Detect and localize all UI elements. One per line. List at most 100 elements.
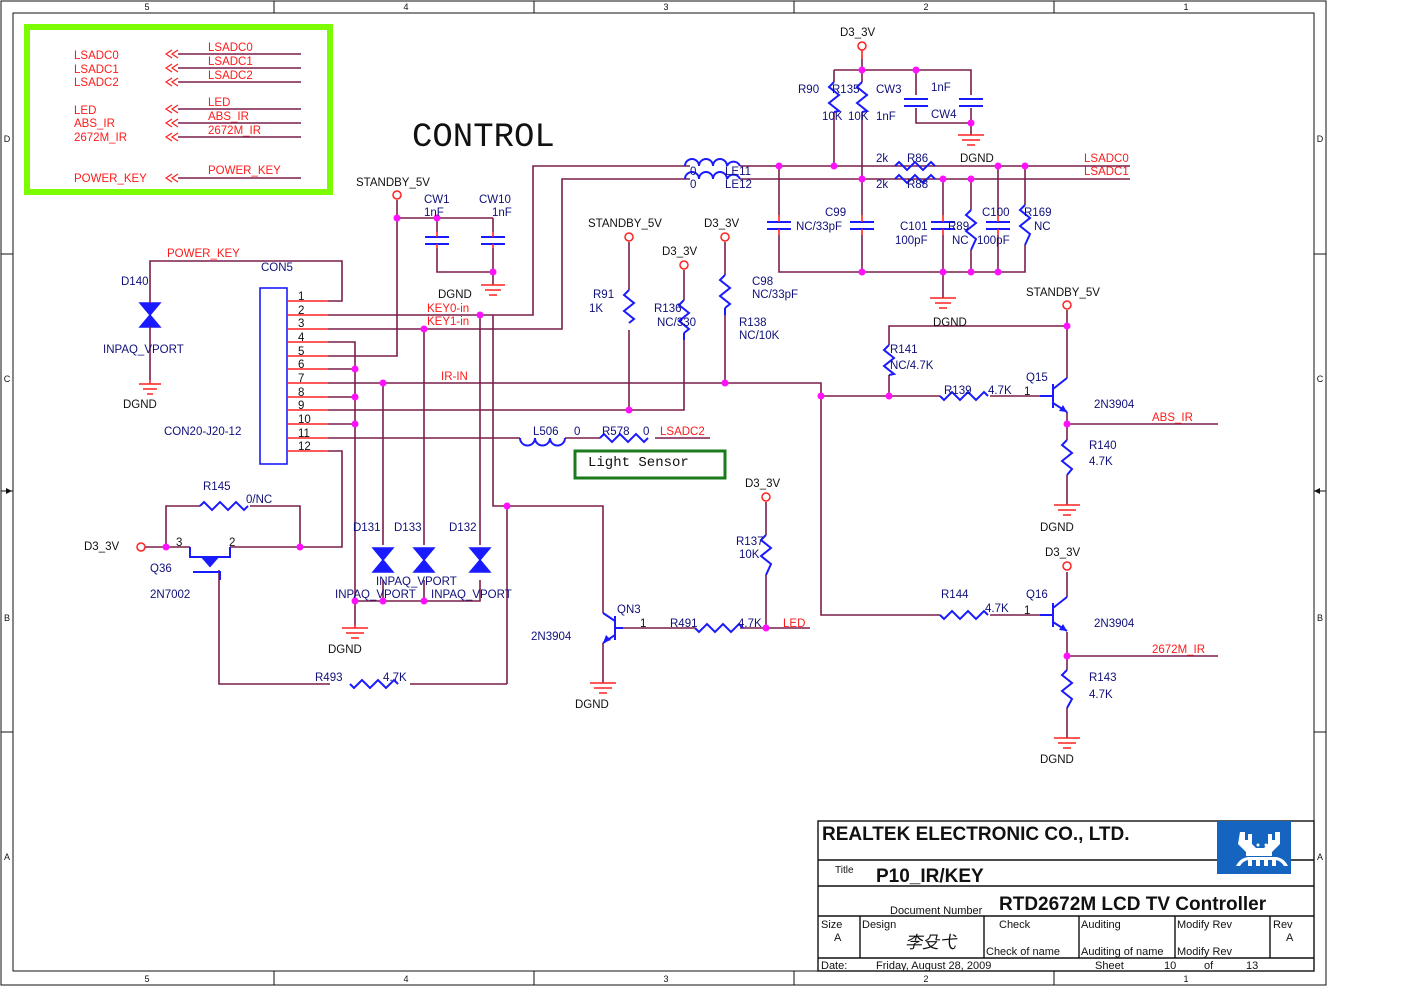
ref-l506: L506 [533,426,559,438]
net-dgnd: DGND [328,644,362,656]
offpage-connector-box: LSADC0 LSADC1 LSADC2 LED ABS_IR 2672M_IR… [24,24,333,195]
connector-ref: CON5 [261,262,293,274]
ref-d133: D133 [394,522,422,534]
zone-row-right: A [1317,852,1323,862]
size-value: A [834,932,842,944]
net-standby-5v: STANDBY_5V [1026,287,1100,299]
inner-frame [12,12,1315,972]
pin-number: 8 [298,387,304,399]
sheet-total: 13 [1246,960,1258,972]
net-dgnd: DGND [1040,754,1074,766]
pin-number: 10 [298,414,311,426]
pin-number: 6 [298,359,304,371]
ref-cw10: CW10 [479,194,511,206]
net-label: ABS_IR [208,111,249,123]
value-cw3: 1nF [876,111,896,123]
net-d3-3v: D3_3V [84,541,119,553]
ref-r88: R88 [907,179,928,191]
date-label: Date: [821,960,847,972]
value-c100: 100pF [977,235,1010,247]
pin-number: 2 [298,305,304,317]
ref-r144: R144 [941,589,969,601]
net-label: 2672M_IR [208,125,261,137]
zone-col-top: 1 [1183,2,1188,12]
title-label: Title [835,865,854,876]
net-d3-3v: D3_3V [840,27,875,39]
ref-r91: R91 [593,289,614,301]
designer-name: 李殳弋 [905,933,958,953]
company-name: REALTEK ELECTRONIC CO., LTD. [822,824,1130,845]
light-sensor-box [573,449,727,480]
auditing-label: Auditing [1081,919,1121,931]
zone-col-bottom: 3 [663,974,668,984]
ref-r139: R139 [944,385,972,397]
pin-number: 11 [298,428,310,440]
document-number: RTD2672M LCD TV Controller [999,894,1267,915]
center-mark-right [1314,488,1320,494]
ref-qn3: QN3 [617,604,641,616]
ref-d140: D140 [121,276,149,288]
zone-row-right: D [1317,134,1324,144]
value-c101: 100pF [895,235,928,247]
inductor-symbols [519,158,741,447]
net-lsadc0: LSADC0 [1084,153,1129,165]
value-r169: NC [1034,221,1051,233]
ground-icon [139,134,1080,749]
net-lsadc1: LSADC1 [1084,166,1129,178]
ref-c99: C99 [825,207,846,219]
resistor-symbols [199,81,1074,709]
net-dgnd: DGND [575,699,609,711]
value-l506: 0 [574,426,580,438]
net-standby-5v: STANDBY_5V [356,177,430,189]
net-lsadc2: LSADC2 [660,426,705,438]
ref-r140: R140 [1089,440,1117,452]
net-dgnd: DGND [1040,522,1074,534]
net-dgnd: DGND [933,317,967,329]
value-r141: NC/4.7K [890,360,934,372]
pin-number: 2 [229,537,235,549]
size-label: Size [821,919,842,931]
net-led: LED [783,618,805,630]
pin-number: 1 [640,618,646,630]
ref-le11: LE11 [725,166,751,178]
net-dgnd: DGND [438,289,472,301]
ref-r141: R141 [890,344,918,356]
value-cw10: 1nF [492,207,512,219]
value-r578: 0 [643,426,649,438]
zone-row-left: A [4,852,10,862]
ref-q16: Q16 [1026,589,1048,601]
ref-cw4: CW4 [931,109,957,121]
value-d132: INPAQ_VPORT [431,589,512,601]
value-le12: 0 [690,179,696,191]
value-r138: NC/10K [739,330,780,342]
title-block [817,820,1315,972]
center-mark-left [6,488,12,494]
pin-number: 1 [298,291,304,303]
pin-number: 9 [298,400,304,412]
value-q16: 2N3904 [1094,618,1135,630]
modify-label: Modify Rev [1177,919,1233,931]
net-2672m-ir: 2672M_IR [1152,644,1205,656]
net-dgnd: DGND [960,153,994,165]
modify-name: Modify Rev [1177,946,1233,958]
ref-r145: R145 [203,481,231,493]
zone-col-top: 4 [403,2,408,12]
net-label: LSADC1 [208,56,253,68]
value-cw1: 1nF [424,207,444,219]
ref-le12: LE12 [725,179,752,191]
value-r90: 10K [822,111,843,123]
design-label: Design [862,919,896,931]
net-label: LSADC2 [208,70,253,82]
pin-number: 7 [298,373,304,385]
net-label: LED [208,97,230,109]
port-label: POWER_KEY [74,173,147,185]
value-r88: 2k [876,179,888,191]
value-d140: INPAQ_VPORT [103,344,184,356]
value-r139: 4.7K [988,385,1012,397]
sheet-title: P10_IR/KEY [876,866,984,887]
ref-cw3: CW3 [876,84,902,96]
npn-transistor-icon [602,377,1068,644]
ref-r86: R86 [907,153,928,165]
value-r493: 4.7K [383,672,407,684]
ref-r491: R491 [670,618,698,630]
